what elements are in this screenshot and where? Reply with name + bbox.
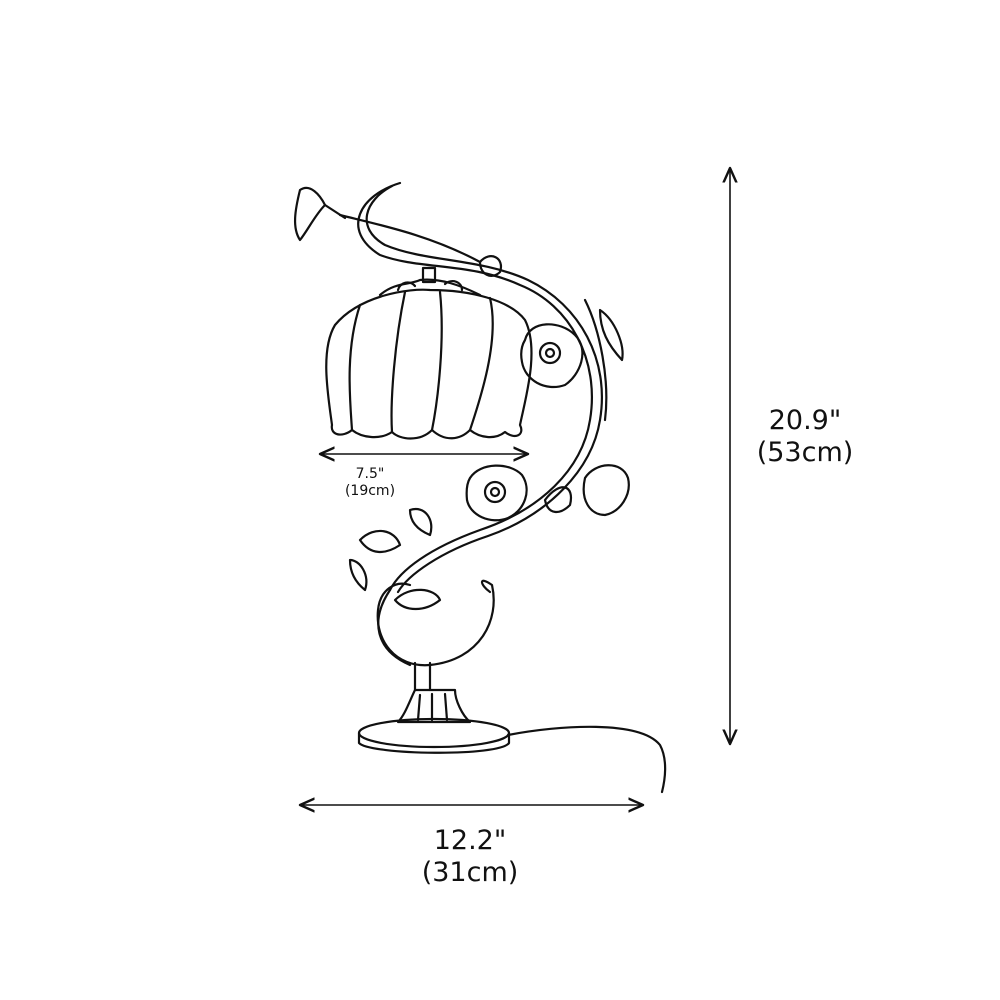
height-inch: 20.9" <box>768 405 842 436</box>
rose-middle <box>465 464 528 522</box>
width-cm: (31cm) <box>421 857 519 889</box>
shade-width-inch: 7.5" <box>355 466 385 482</box>
width-label: 12.2" (31cm) <box>405 825 535 890</box>
lamp-shade <box>325 288 533 440</box>
leaves <box>348 255 624 611</box>
lower-curl <box>376 579 495 692</box>
bud-top-left <box>294 186 347 242</box>
power-cord <box>506 725 667 794</box>
lamp-base <box>357 688 511 754</box>
shade-width-label: 7.5" (19cm) <box>330 466 410 500</box>
rose-upper <box>520 323 584 388</box>
height-label: 20.9" (53cm) <box>740 405 870 470</box>
width-inch: 12.2" <box>433 825 507 856</box>
rose-right <box>582 464 630 517</box>
vine-stem <box>338 181 608 667</box>
shade-cap <box>378 266 482 297</box>
shade-width-cm: (19cm) <box>344 482 396 499</box>
height-cm: (53cm) <box>756 437 854 469</box>
